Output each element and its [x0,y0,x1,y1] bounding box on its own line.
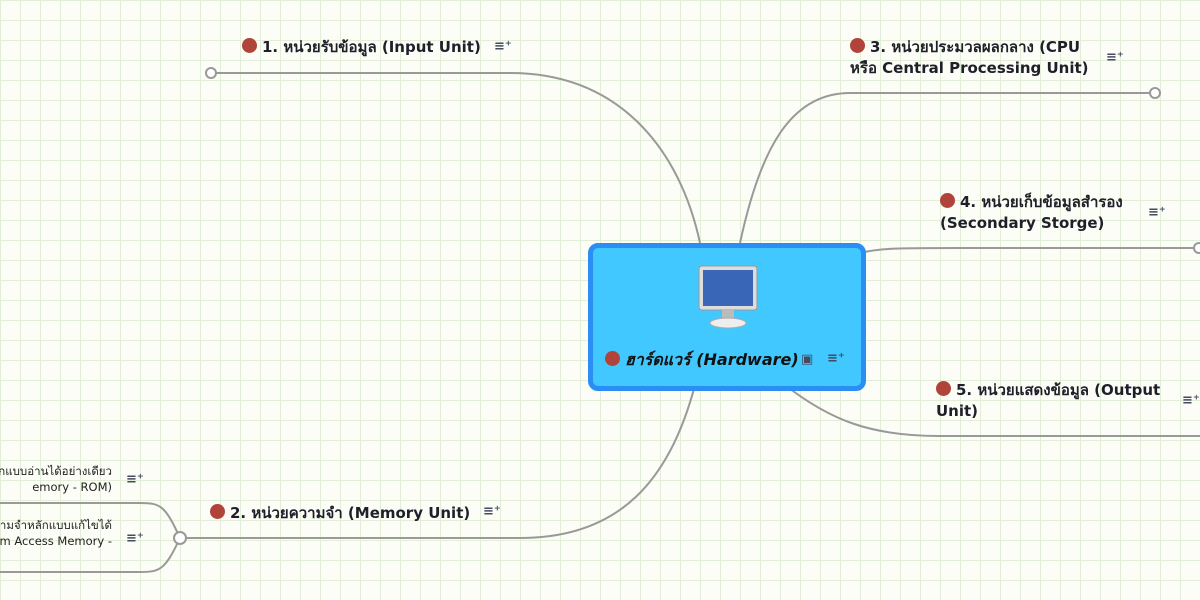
child-label: emory - ROM) [32,480,112,494]
branch-secondary-storage[interactable]: 4. หน่วยเก็บข้อมูลสำรอง (Secondary Storge… [940,192,1123,234]
memory-child-ram[interactable]: วามจำหลักแบบแก้ไขได้ om Access Memory - [0,517,112,549]
branch-label: 4. หน่วยเก็บข้อมูลสำรอง [960,193,1123,211]
marker-icon [605,351,620,366]
image-icon[interactable]: ▣ [801,352,814,367]
branch-input-unit[interactable]: 1. หน่วยรับข้อมูล (Input Unit) [242,37,481,58]
branch-memory-unit[interactable]: 2. หน่วยความจำ (Memory Unit) [210,503,470,524]
central-title: ฮาร์ดแวร์ (Hardware) [625,350,799,369]
add-note-icon[interactable]: ≡⁺ [126,472,144,487]
marker-icon [936,381,951,396]
branch-label: 3. หน่วยประมวลผลกลาง (CPU [870,38,1081,56]
branch-label: หรือ Central Processing Unit) [850,59,1089,77]
add-note-icon[interactable]: ≡⁺ [1182,393,1200,408]
branch-label: (Secondary Storge) [940,214,1105,232]
branch-label: Unit) [936,402,979,420]
branch-label: 1. หน่วยรับข้อมูล (Input Unit) [262,38,481,56]
marker-icon [850,38,865,53]
add-note-icon[interactable]: ≡⁺ [1148,205,1166,220]
marker-icon [210,504,225,519]
add-note-icon[interactable]: ≡⁺ [126,531,144,546]
branch-label: 5. หน่วยแสดงข้อมูล (Output [956,381,1161,399]
add-note-icon[interactable]: ≡⁺ [483,504,501,519]
memory-child-rom[interactable]: ลักแบบอ่านได้อย่างเดียว emory - ROM) [0,463,112,495]
central-node-hardware[interactable]: ฮาร์ดแวร์ (Hardware) ▣ ≡⁺ [588,243,866,391]
branch-cpu[interactable]: 3. หน่วยประมวลผลกลาง (CPU หรือ Central Pr… [850,37,1089,79]
marker-icon [242,38,257,53]
child-label: วามจำหลักแบบแก้ไขได้ [0,518,112,532]
branch-label: 2. หน่วยความจำ (Memory Unit) [230,504,471,522]
child-label: ลักแบบอ่านได้อย่างเดียว [0,464,112,478]
monitor-icon [698,265,758,329]
marker-icon [940,193,955,208]
child-label: om Access Memory - [0,534,112,548]
add-note-icon[interactable]: ≡⁺ [827,351,845,366]
add-note-icon[interactable]: ≡⁺ [1106,50,1124,65]
add-note-icon[interactable]: ≡⁺ [494,39,512,54]
